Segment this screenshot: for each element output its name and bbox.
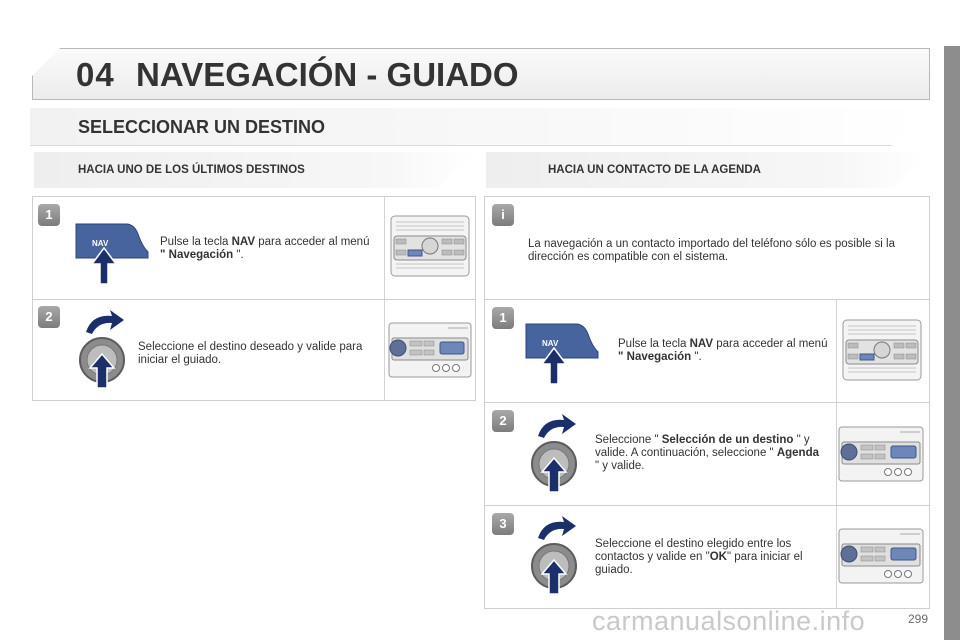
radio-panel-icon [390,215,470,277]
up-arrow-icon [90,246,118,285]
divider [836,506,837,608]
left-subtitle-bar [34,152,474,188]
step-badge: 1 [492,307,514,329]
left-subtitle: HACIA UNO DE LOS ÚLTIMOS DESTINOS [78,164,305,176]
step-badge: 2 [38,306,60,328]
divider [836,403,837,505]
left-step-2-text: Seleccione el destino deseado y valide p… [138,341,363,366]
right-step-1-text: Pulse la tecla NAV para acceder al menú … [618,338,828,363]
nav-key-icon: NAV [525,323,599,385]
section-title: SELECCIONAR UN DESTINO [78,117,326,137]
section-bar [30,108,928,146]
curved-arrow-icon [86,310,124,334]
side-strip [944,46,960,640]
left-step-1-text: Pulse la tecla NAV para acceder al menú … [160,236,370,261]
divider [384,197,385,299]
info-box [484,196,930,300]
right-step-3-text: Seleccione el destino elegido entre los … [595,538,803,576]
chapter-number: 04 [76,56,115,93]
info-badge: i [492,204,514,226]
step-badge: 1 [38,204,60,226]
step-badge: 2 [492,410,514,432]
radio-panel-icon [388,322,472,378]
up-arrow-icon [540,346,568,385]
watermark: carmanualsonline.info [592,606,866,636]
divider [384,300,385,400]
up-arrow-icon [540,456,568,492]
right-subtitle: HACIA UN CONTACTO DE LA AGENDA [548,164,761,176]
nav-key-label: NAV [542,339,559,348]
page-number: 299 [908,612,929,626]
rotary-knob-icon [79,310,125,388]
radio-panel-icon [838,528,924,584]
radio-panel-icon [838,426,924,482]
curved-arrow-icon [538,516,576,540]
radio-panel-icon [842,319,922,381]
divider [836,300,837,402]
rotary-knob-icon [531,516,577,594]
nav-key-label: NAV [92,239,109,248]
chapter-title: NAVEGACIÓN - GUIADO [136,56,519,93]
nav-key-icon: NAV [75,223,149,285]
right-step-2-text: Seleccione " Selección de un destino " y… [595,434,819,472]
up-arrow-icon [540,558,568,594]
right-subtitle-bar [486,152,928,188]
step-badge: 3 [492,513,514,535]
up-arrow-icon [88,352,116,388]
curved-arrow-icon [538,414,576,438]
rotary-knob-icon [531,414,577,492]
info-text: La navegación a un contacto importado de… [528,238,895,263]
chapter-header-bar [32,48,930,100]
